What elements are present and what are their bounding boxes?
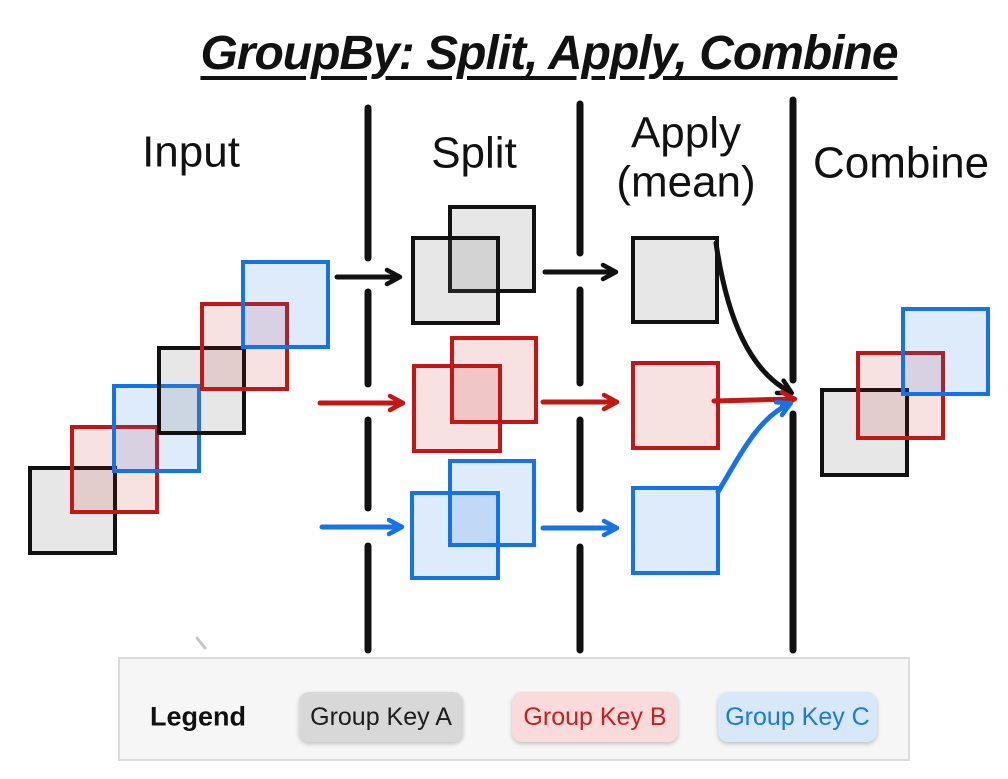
input-square-key-c-1 [112,384,201,473]
legend-heading: Legend [150,701,247,732]
apply-square-key-b [631,361,720,450]
split-square-key-a-front [411,236,500,325]
arrow-apply-combine-c [715,400,794,495]
column-label-combine: Combine [812,138,990,188]
column-label-split: Split [431,128,517,178]
split-square-key-c-back [448,459,536,547]
apply-square-key-a [631,236,719,324]
column-label-input: Input [142,127,240,177]
combine-square-key-a [820,388,909,477]
apply-label-line2: (mean) [616,158,756,207]
diagram-title: GroupBy: Split, Apply, Combine [200,27,898,80]
split-group-c [410,459,536,580]
arrow-apply-combine-b [711,390,798,409]
split-group-b [412,336,538,453]
legend-chip-group-key-a: Group Key A [299,692,463,742]
split-square-key-b-front [412,364,502,453]
split-group-a [411,205,536,325]
combine-square-key-c [901,307,990,396]
legend-chip-group-key-b: Group Key B [512,692,678,742]
legend-chip-group-key-c: Group Key C [718,692,877,742]
input-squares [28,260,330,555]
apply-square-key-c [631,486,720,575]
split-square-key-c-front [410,491,500,580]
column-label-apply: Apply (mean) [616,109,755,208]
combine-squares [820,307,990,477]
stray-mark [195,636,207,650]
apply-label-line1: Apply [630,108,742,158]
split-square-key-b-back [450,336,538,424]
split-square-key-a-back [448,205,536,293]
input-square-key-c-2 [241,260,330,349]
arrow-apply-combine-a [713,240,795,396]
